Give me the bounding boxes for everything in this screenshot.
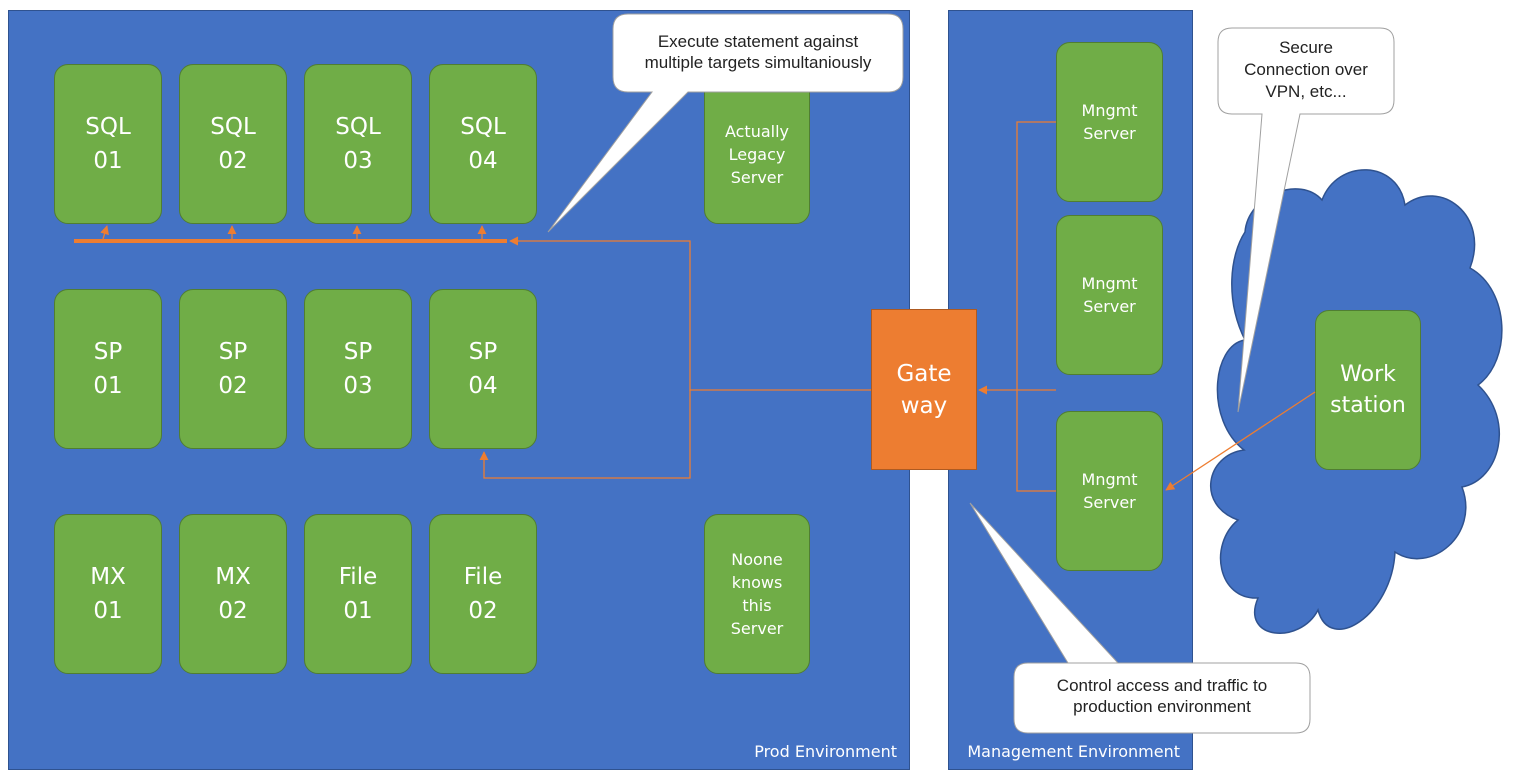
- server-sql-04-label: SQL 04: [460, 114, 506, 174]
- server-sp-02: SP 02: [179, 289, 287, 449]
- server-mx-02-label: MX 02: [215, 564, 251, 624]
- management-server-1-label: Mngmt Server: [1081, 101, 1138, 143]
- server-sql-01-label: SQL 01: [85, 114, 131, 174]
- callout-control-text: Control access and traffic to production…: [1056, 676, 1268, 716]
- workstation-label: Work station: [1330, 362, 1406, 418]
- management-server-3-label: Mngmt Server: [1081, 470, 1138, 512]
- server-unknown-label: Noone knows this Server: [730, 550, 784, 638]
- management-server-2-label: Mngmt Server: [1081, 274, 1138, 316]
- server-sp-03: SP 03: [304, 289, 412, 449]
- callout-secure-bubble: [1217, 27, 1395, 413]
- server-mx-01: MX 01: [54, 514, 162, 674]
- gateway-to-sql-bus-connector: [509, 236, 871, 391]
- server-sp-01-label: SP 01: [93, 339, 123, 399]
- server-mx-01-label: MX 01: [90, 564, 126, 624]
- server-file-02-label: File 02: [463, 564, 503, 624]
- callout-control-bubble: [969, 502, 1311, 734]
- management-server-3: Mngmt Server: [1056, 411, 1163, 571]
- prod-environment-label: Prod Environment: [754, 742, 897, 761]
- server-sql-03: SQL 03: [304, 64, 412, 224]
- server-sp-04-label: SP 04: [468, 339, 498, 399]
- server-sql-03-label: SQL 03: [335, 114, 381, 174]
- management-server-2: Mngmt Server: [1056, 215, 1163, 375]
- workstation: Work station: [1315, 310, 1421, 470]
- callout-execute-bubble: [547, 13, 904, 233]
- gateway-label: Gate way: [896, 360, 952, 419]
- gateway-to-sp04-connector: [479, 390, 691, 479]
- management-server-1: Mngmt Server: [1056, 42, 1163, 202]
- server-mx-02: MX 02: [179, 514, 287, 674]
- server-legacy-label: Actually Legacy Server: [724, 121, 790, 187]
- server-sql-02: SQL 02: [179, 64, 287, 224]
- server-file-01-label: File 01: [338, 564, 378, 624]
- server-sql-02-label: SQL 02: [210, 114, 256, 174]
- sql-01-arrow: [100, 225, 109, 240]
- server-sp-04: SP 04: [429, 289, 537, 449]
- server-sp-03-label: SP 03: [343, 339, 373, 399]
- callout-secure-text: Secure Connection over VPN, etc...: [1244, 38, 1368, 101]
- server-sql-01: SQL 01: [54, 64, 162, 224]
- server-sp-01: SP 01: [54, 289, 162, 449]
- server-file-01: File 01: [304, 514, 412, 674]
- server-unknown: Noone knows this Server: [704, 514, 810, 674]
- gateway: Gate way: [871, 309, 977, 470]
- callout-execute-text: Execute statement against multiple targe…: [644, 32, 872, 72]
- mngmt-to-gateway-connector: [1016, 121, 1056, 492]
- management-environment-label: Management Environment: [967, 742, 1180, 761]
- workstation-to-mngmt-arrow: [1165, 391, 1316, 491]
- server-sql-04: SQL 04: [429, 64, 537, 224]
- server-sp-02-label: SP 02: [218, 339, 248, 399]
- server-file-02: File 02: [429, 514, 537, 674]
